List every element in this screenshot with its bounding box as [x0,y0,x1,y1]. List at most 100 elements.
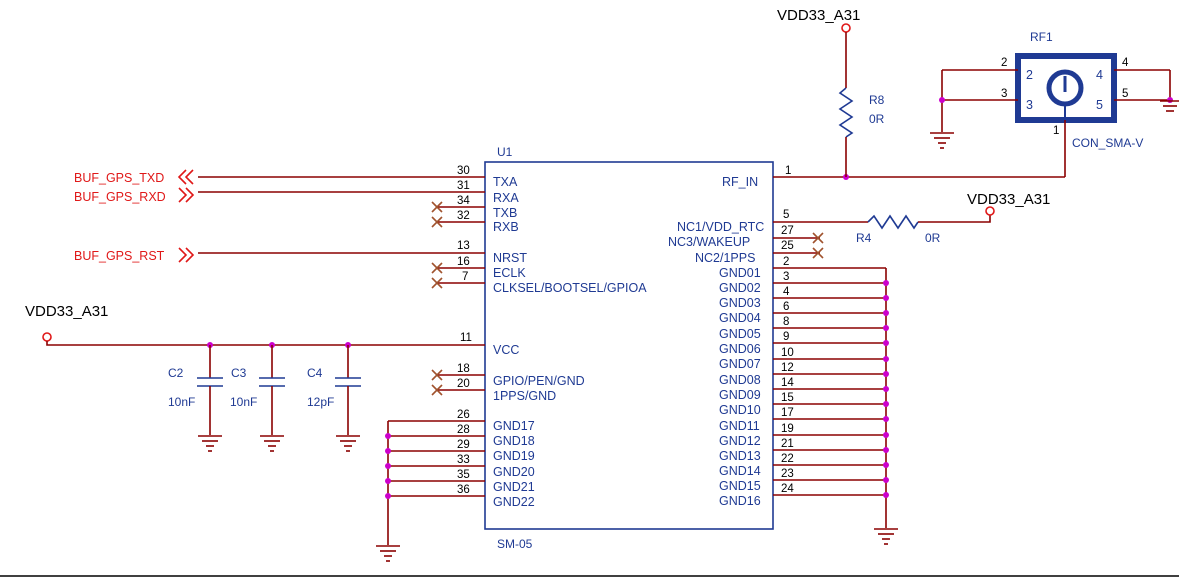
no-connect-mark [431,262,443,274]
junction [883,295,889,301]
pin-name: GND19 [493,449,535,463]
pin-number: 4 [783,286,790,298]
c4-value: 12pF [307,395,334,409]
pin-name: 3 [1026,98,1033,112]
c4-ref: C4 [307,366,323,380]
no-connect-mark [431,201,443,213]
port-arrow-icon [177,169,194,185]
pin-number: 2 [1001,57,1007,69]
pin-number: 24 [781,483,794,495]
pin-number: 14 [781,377,794,389]
power-label-vdd-left: VDD33_A31 [25,303,108,320]
c2-value: 10nF [168,395,195,409]
ground-symbol [874,528,898,545]
r4-ref: R4 [856,231,872,245]
pin-name: VCC [493,343,519,357]
port-arrow-icon [178,247,195,263]
no-connect-mark [431,384,443,396]
pin-number: 18 [457,363,470,375]
pin-number: 32 [457,210,470,222]
junction [385,448,391,454]
pin-number: 22 [781,453,794,465]
rf1-ref: RF1 [1030,30,1053,44]
pin-number: 36 [457,484,470,496]
pin-number: 1 [785,165,791,177]
pin-name: GND21 [493,480,535,494]
pin-name: GND05 [719,327,761,341]
net-label-txd: BUF_GPS_TXD [74,171,164,185]
r8-value: 0R [869,112,885,126]
pin-name: ECLK [493,266,526,280]
pin-number: 33 [457,454,470,466]
pin-number: 4 [1122,57,1129,69]
capacitor-c2 [197,345,223,452]
pin-name: TXA [493,175,518,189]
pin-name: TXB [493,206,517,220]
pin-name: GND03 [719,296,761,310]
pin-number: 20 [457,378,470,390]
junction [385,493,391,499]
pin-name: NC3/WAKEUP [668,235,750,249]
junction [883,325,889,331]
pin-number: 5 [783,209,789,221]
pin-number: 11 [460,332,472,344]
pin-number: 34 [457,195,470,207]
resistor-r8-icon [838,87,854,138]
pin-number: 25 [781,240,794,252]
junction [883,356,889,362]
pin-name: NC2/1PPS [695,251,755,265]
pin-name: GND02 [719,281,761,295]
junction [385,463,391,469]
pin-name: GND08 [719,373,761,387]
pin-name: GND11 [719,419,760,433]
net-label-rxd: BUF_GPS_RXD [74,190,166,204]
pin-name: GND12 [719,434,761,448]
pin-number: 16 [457,256,470,268]
wire [918,215,991,223]
junction [1167,97,1173,103]
junction [883,416,889,422]
junction [883,401,889,407]
vcc-rail [46,341,437,346]
pin-name: GND16 [719,494,761,508]
power-port-icon [42,332,52,342]
pin-name: GND01 [719,266,761,280]
pin-number: 3 [1001,88,1007,100]
pin-number: 3 [783,271,789,283]
junction [385,433,391,439]
pin-number: 29 [457,439,470,451]
pin-number: 35 [457,469,470,481]
junction [883,340,889,346]
c3-value: 10nF [230,395,257,409]
pin-number: 19 [781,423,794,435]
pin-name: GND06 [719,342,761,356]
port-arrow-icon [178,187,195,203]
resistor-r4-icon [867,214,919,230]
u1-part: SM-05 [497,537,533,551]
pin-name: GND13 [719,449,761,463]
pin-name: RF_IN [722,175,758,189]
pin-name: GPIO/PEN/GND [493,374,585,388]
junction [385,478,391,484]
pin-name: 2 [1026,68,1033,82]
junction [883,371,889,377]
pin-name: 5 [1096,98,1103,112]
pin-name: GND10 [719,403,761,417]
ground-symbol [930,132,954,149]
pin-name: NC1/VDD_RTC [677,220,764,234]
pin-number: 5 [1122,88,1128,100]
c3-ref: C3 [231,366,247,380]
pin-number: 2 [783,256,789,268]
pin-name: GND22 [493,495,535,509]
pin-number: 27 [781,225,794,237]
pin-number: 1 [1053,125,1059,137]
pin-name: 4 [1096,68,1103,82]
junction [883,310,889,316]
pin-number: 8 [783,316,789,328]
c2-ref: C2 [168,366,184,380]
junction [883,280,889,286]
rf1-part: CON_SMA-V [1072,136,1143,150]
pin-name: GND14 [719,464,761,478]
pin-name: GND07 [719,357,761,371]
power-label-vdd-right: VDD33_A31 [967,191,1050,208]
